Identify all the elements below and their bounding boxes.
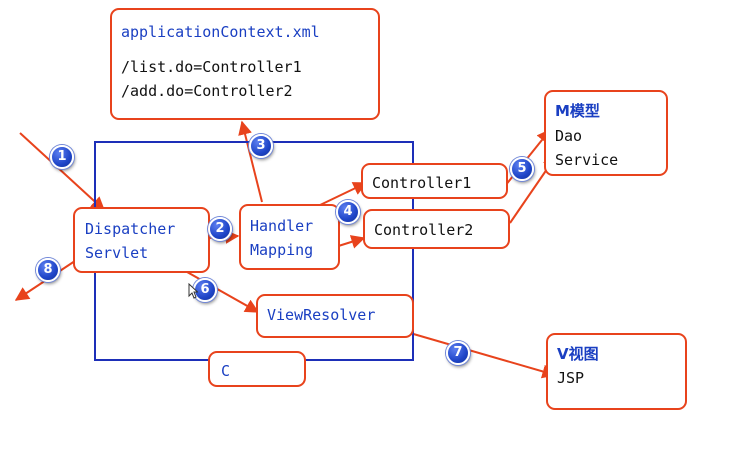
arrow-viewresolver-to-view bbox=[409, 332, 557, 379]
controller1-box: Controller1 bbox=[361, 163, 508, 199]
dispatcher-servlet-box: Dispatcher Servlet bbox=[73, 207, 210, 273]
step-badge-3: 3 bbox=[249, 134, 273, 158]
step-badge-5: 5 bbox=[510, 157, 534, 181]
arrow-dispatcher-to-viewresolver bbox=[179, 267, 260, 313]
container-label-box: C bbox=[208, 351, 306, 387]
step-badge-4: 4 bbox=[336, 200, 360, 224]
view-resolver-box: ViewResolver bbox=[256, 294, 414, 338]
step-badge-7: 7 bbox=[446, 341, 470, 365]
handler-mapping-label-1: Handler bbox=[250, 217, 314, 235]
view-title: V视图 bbox=[557, 345, 599, 363]
view-box: V视图 JSP bbox=[546, 333, 687, 410]
controller1-label: Controller1 bbox=[372, 174, 472, 192]
model-item-service: Service bbox=[555, 151, 619, 169]
model-item-dao: Dao bbox=[555, 127, 583, 145]
mouse-pointer-icon bbox=[188, 283, 198, 299]
controller2-box: Controller2 bbox=[363, 209, 510, 249]
view-resolver-label: ViewResolver bbox=[267, 306, 376, 324]
application-context-title: applicationContext.xml bbox=[121, 23, 320, 41]
arrow-handler-to-controller1 bbox=[317, 182, 368, 207]
step-badge-8: 8 bbox=[36, 258, 60, 282]
handler-mapping-box: Handler Mapping bbox=[239, 204, 340, 270]
handler-mapping-label-2: Mapping bbox=[250, 241, 314, 259]
application-context-box: applicationContext.xml /list.do=Controll… bbox=[110, 8, 380, 120]
mapping-list: /list.do=Controller1 bbox=[121, 58, 302, 76]
step-badge-1: 1 bbox=[50, 145, 74, 169]
arrow-handler-to-context bbox=[238, 120, 263, 203]
model-title: M模型 bbox=[555, 102, 600, 120]
view-item-jsp: JSP bbox=[557, 369, 585, 387]
step-badge-2: 2 bbox=[208, 217, 232, 241]
arrow-request-in bbox=[19, 132, 106, 211]
container-label: C bbox=[221, 362, 231, 380]
controller2-label: Controller2 bbox=[374, 221, 474, 239]
mapping-add: /add.do=Controller2 bbox=[121, 82, 293, 100]
dispatcher-servlet-label-1: Dispatcher bbox=[85, 220, 176, 238]
step-badge-6: 6 bbox=[193, 278, 217, 302]
dispatcher-servlet-label-2: Servlet bbox=[85, 244, 149, 262]
model-box: M模型 Dao Service bbox=[544, 90, 668, 176]
